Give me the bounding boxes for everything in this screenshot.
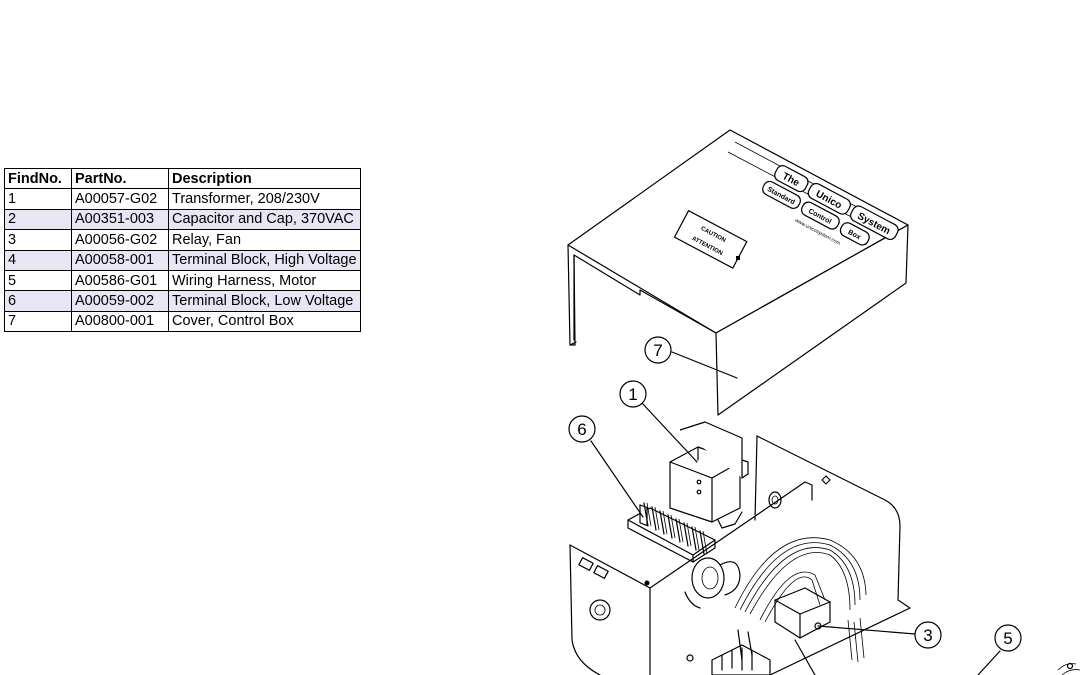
callout-7: 7	[644, 336, 738, 379]
control-box-base	[569, 435, 911, 675]
callout-7-label: 7	[653, 341, 662, 360]
callout-1-label: 1	[628, 385, 637, 404]
callout-3: 3	[817, 621, 942, 649]
cell-partno: A00351-003	[71, 208, 169, 231]
cell-partno: A00056-G02	[71, 229, 169, 251]
callout-1: 1	[619, 380, 698, 463]
callout-6-label: 6	[577, 420, 586, 439]
cell-partno: A00800-001	[71, 310, 169, 333]
cell-partno: A00586-G01	[71, 269, 169, 292]
callout-5: 5	[977, 624, 1022, 675]
table-row: 2 A00351-003 Capacitor and Cap, 370VAC	[4, 208, 361, 231]
table-row: 7 A00800-001 Cover, Control Box	[4, 310, 361, 333]
cell-description: Capacitor and Cap, 370VAC	[168, 208, 361, 231]
leader-line-item-4	[794, 639, 816, 675]
cell-findno: 4	[4, 249, 72, 271]
cell-findno: 7	[4, 310, 72, 333]
table-row: 4 A00058-001 Terminal Block, High Voltag…	[4, 249, 361, 271]
parts-table: FindNo. PartNo. Description 1 A00057-G02…	[4, 167, 361, 333]
high-voltage-terminal-block	[711, 644, 771, 675]
callout-5-label: 5	[1003, 629, 1012, 648]
cell-findno: 6	[4, 290, 72, 312]
cell-description: Relay, Fan	[168, 229, 361, 251]
callout-6: 6	[568, 415, 644, 518]
transformer	[669, 421, 749, 529]
low-voltage-terminal-block	[627, 502, 716, 563]
control-box-cover: The Unico System Standard Control Box ww…	[567, 129, 909, 416]
callout-3-label: 3	[923, 626, 932, 645]
cell-partno: A00058-001	[71, 249, 169, 271]
capacitor-and-wiring	[684, 537, 1080, 675]
cell-description: Cover, Control Box	[168, 310, 361, 333]
table-row: 3 A00056-G02 Relay, Fan	[4, 229, 361, 251]
cell-description: Terminal Block, High Voltage	[168, 249, 361, 271]
cell-description: Terminal Block, Low Voltage	[168, 290, 361, 312]
